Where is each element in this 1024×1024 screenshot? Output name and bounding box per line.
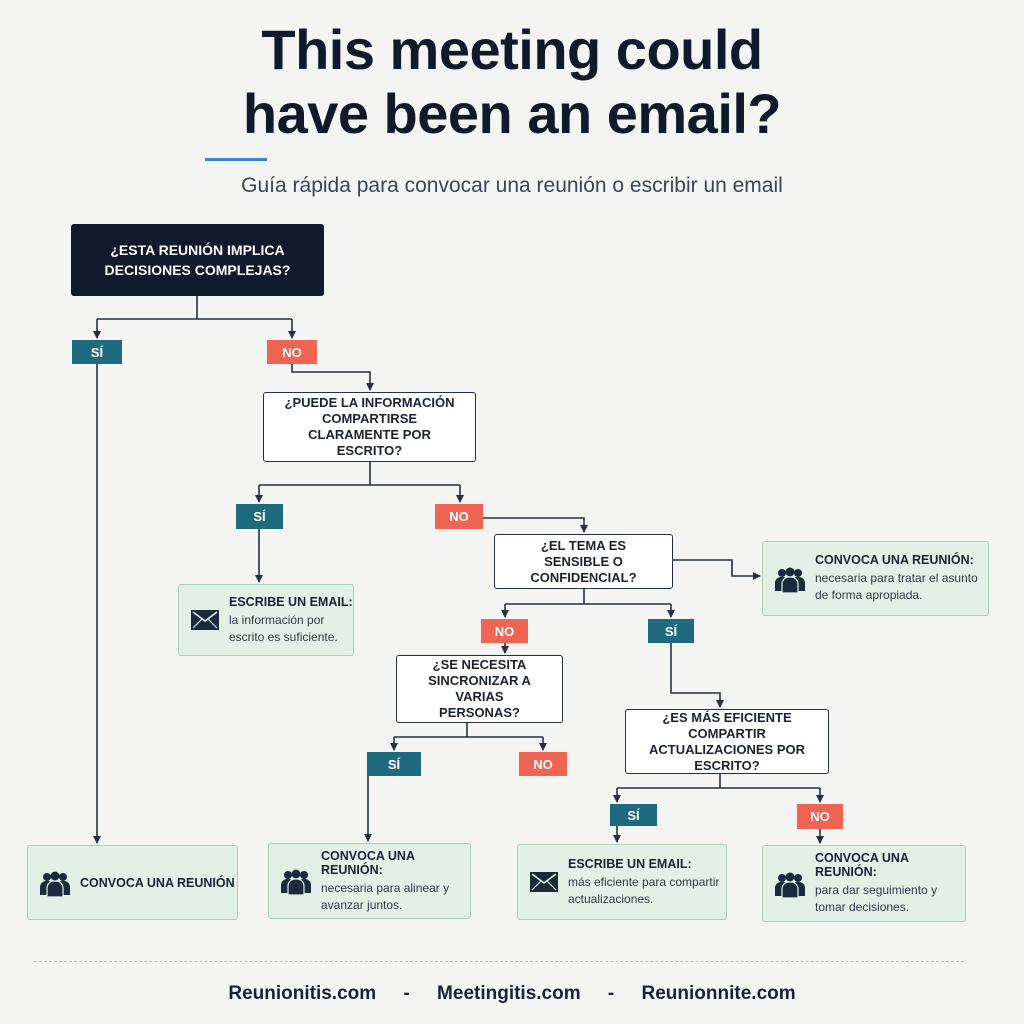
footer-site-meetingitis[interactable]: Meetingitis.com [437, 983, 581, 1004]
footer-separator: - [607, 983, 615, 1004]
result-description: más eficiente para compartir actualizaci… [568, 874, 720, 906]
yes-tag: SÍ [367, 752, 421, 776]
result-heading: CONVOCA UNA REUNIÓN: [815, 553, 974, 567]
question-written-clearly: ¿PUEDE LA INFORMACIÓN COMPARTIRSE CLARAM… [263, 392, 476, 462]
footer-site-reunionitis[interactable]: Reunionitis.com [228, 983, 377, 1004]
yes-tag: SÍ [236, 504, 283, 529]
yes-tag: SÍ [610, 804, 657, 826]
question-sync-people: ¿SE NECESITA SINCRONIZAR A VARIAS PERSON… [396, 655, 563, 723]
result-meeting-followup: CONVOCA UNA REUNIÓN: para dar seguimient… [762, 845, 966, 922]
no-tag: NO [519, 752, 567, 776]
no-tag: NO [435, 504, 483, 529]
no-tag: NO [481, 619, 528, 643]
result-email-updates: ESCRIBE UN EMAIL: más eficiente para com… [517, 844, 727, 920]
envelope-icon [191, 610, 219, 630]
result-email-written: ESCRIBE UN EMAIL: la información por esc… [178, 584, 354, 656]
footer-divider [34, 961, 964, 962]
result-meeting-sync: CONVOCA UNA REUNIÓN: necesaria para alin… [268, 843, 471, 919]
footer-links: Reunionitis.com - Meetingitis.com - Reun… [0, 983, 1024, 1005]
result-heading: ESCRIBE UN EMAIL: [229, 594, 353, 609]
page-title: This meeting could have been an email? [0, 18, 1024, 146]
result-heading: CONVOCA UNA REUNIÓN [80, 875, 235, 890]
no-tag: NO [267, 340, 317, 364]
footer-site-reunionnite[interactable]: Reunionnite.com [641, 983, 796, 1004]
yes-tag: SÍ [648, 619, 694, 643]
no-tag: NO [797, 804, 843, 829]
question-sensitive-topic: ¿EL TEMA ES SENSIBLE O CONFIDENCIAL? [494, 534, 673, 589]
footer-separator: - [403, 983, 410, 1004]
question-complex-decisions: ¿ESTA REUNIÓN IMPLICA DECISIONES COMPLEJ… [71, 224, 324, 296]
result-meeting-complex: CONVOCA UNA REUNIÓN [27, 845, 238, 920]
result-heading: CONVOCA UNA REUNIÓN: [815, 851, 909, 879]
result-heading: ESCRIBE UN EMAIL: [568, 856, 692, 871]
envelope-icon [530, 872, 558, 892]
subtitle: Guía rápida para convocar una reunión o … [241, 174, 783, 197]
title-underline [205, 158, 267, 161]
people-icon [775, 870, 805, 898]
title-line-2: have been an email? [242, 82, 782, 145]
people-icon [775, 565, 805, 593]
result-heading: CONVOCA UNA REUNIÓN: [321, 848, 415, 877]
result-description: para dar seguimiento y tomar decisiones. [815, 883, 938, 914]
result-description: la información por escrito es suficiente… [229, 612, 338, 644]
result-description: necesaria para tratar el asunto de forma… [815, 571, 978, 602]
result-description: necesaria para alinear y avanzar juntos. [321, 880, 450, 912]
yes-tag: SÍ [72, 340, 122, 364]
question-written-updates: ¿ES MÁS EFICIENTE COMPARTIR ACTUALIZACIO… [625, 709, 829, 774]
people-icon [40, 869, 70, 897]
result-meeting-sensitive: CONVOCA UNA REUNIÓN: necesaria para trat… [762, 541, 989, 616]
title-line-1: This meeting could [261, 18, 763, 81]
people-icon [281, 867, 311, 895]
